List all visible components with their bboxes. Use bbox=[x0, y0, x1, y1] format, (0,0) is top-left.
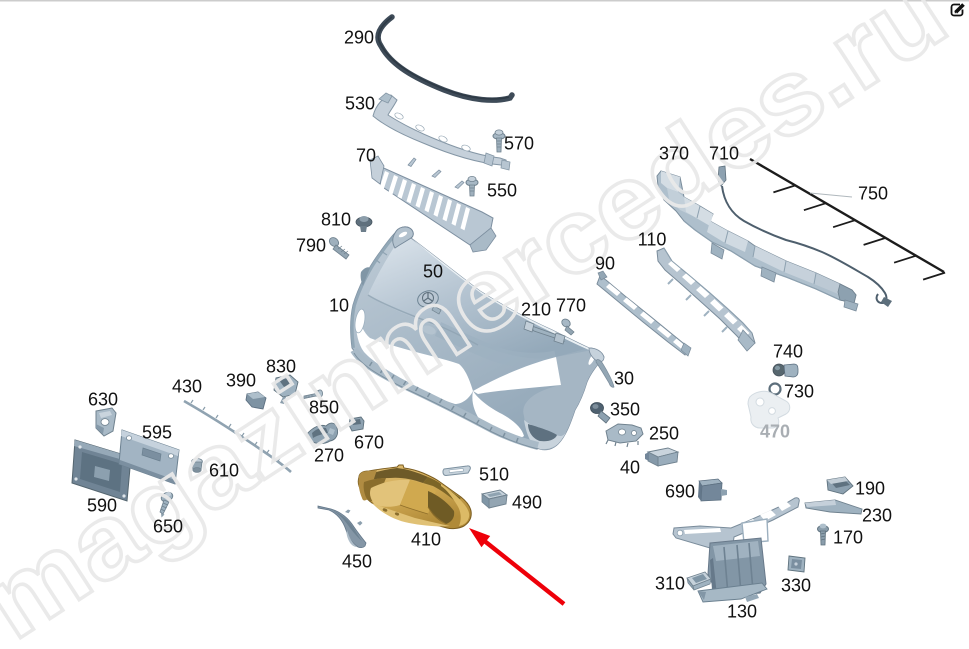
svg-text:770: 770 bbox=[556, 296, 586, 316]
svg-text:290: 290 bbox=[344, 28, 374, 48]
svg-text:110: 110 bbox=[638, 230, 667, 250]
svg-text:490: 490 bbox=[512, 493, 542, 513]
svg-text:830: 830 bbox=[266, 357, 296, 377]
svg-text:790: 790 bbox=[296, 236, 326, 256]
svg-text:710: 710 bbox=[709, 144, 739, 164]
svg-text:40: 40 bbox=[620, 458, 640, 478]
svg-text:670: 670 bbox=[354, 433, 384, 453]
svg-text:210: 210 bbox=[521, 300, 551, 320]
svg-text:570: 570 bbox=[504, 134, 534, 154]
svg-text:10: 10 bbox=[329, 296, 349, 316]
svg-text:390: 390 bbox=[226, 371, 256, 391]
svg-text:30: 30 bbox=[614, 369, 634, 389]
svg-text:690: 690 bbox=[665, 482, 695, 502]
svg-text:310: 310 bbox=[655, 574, 685, 594]
svg-text:610: 610 bbox=[209, 461, 239, 481]
svg-text:470: 470 bbox=[760, 422, 790, 442]
svg-text:590: 590 bbox=[87, 496, 117, 516]
svg-text:630: 630 bbox=[88, 390, 118, 410]
svg-text:250: 250 bbox=[649, 424, 679, 444]
svg-text:170: 170 bbox=[833, 528, 863, 548]
svg-text:230: 230 bbox=[862, 506, 892, 526]
svg-text:370: 370 bbox=[659, 144, 689, 164]
svg-text:750: 750 bbox=[858, 184, 888, 204]
svg-text:190: 190 bbox=[855, 479, 885, 499]
svg-text:595: 595 bbox=[142, 423, 172, 443]
svg-text:50: 50 bbox=[423, 262, 443, 282]
svg-text:70: 70 bbox=[356, 146, 376, 166]
svg-text:510: 510 bbox=[479, 465, 509, 485]
svg-text:530: 530 bbox=[345, 94, 375, 114]
svg-text:130: 130 bbox=[727, 602, 757, 622]
svg-text:550: 550 bbox=[487, 181, 517, 201]
svg-text:90: 90 bbox=[595, 254, 615, 274]
svg-text:740: 740 bbox=[773, 342, 803, 362]
svg-text:350: 350 bbox=[610, 400, 640, 420]
svg-text:410: 410 bbox=[411, 530, 441, 550]
svg-text:730: 730 bbox=[784, 382, 814, 402]
svg-text:330: 330 bbox=[781, 576, 811, 596]
svg-text:650: 650 bbox=[153, 517, 183, 537]
svg-text:850: 850 bbox=[309, 398, 339, 418]
svg-text:430: 430 bbox=[172, 377, 202, 397]
svg-text:270: 270 bbox=[314, 446, 344, 466]
svg-text:450: 450 bbox=[342, 552, 372, 572]
svg-text:810: 810 bbox=[321, 210, 351, 230]
